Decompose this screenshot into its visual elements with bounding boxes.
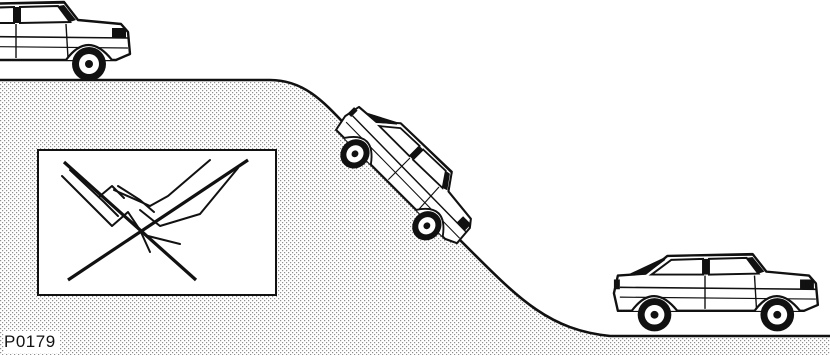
- car-on-level-ground: [614, 254, 818, 331]
- incorrect-technique-inset: [38, 150, 276, 295]
- figure-reference-code: P0179: [4, 331, 60, 353]
- car-on-hilltop: [0, 2, 130, 81]
